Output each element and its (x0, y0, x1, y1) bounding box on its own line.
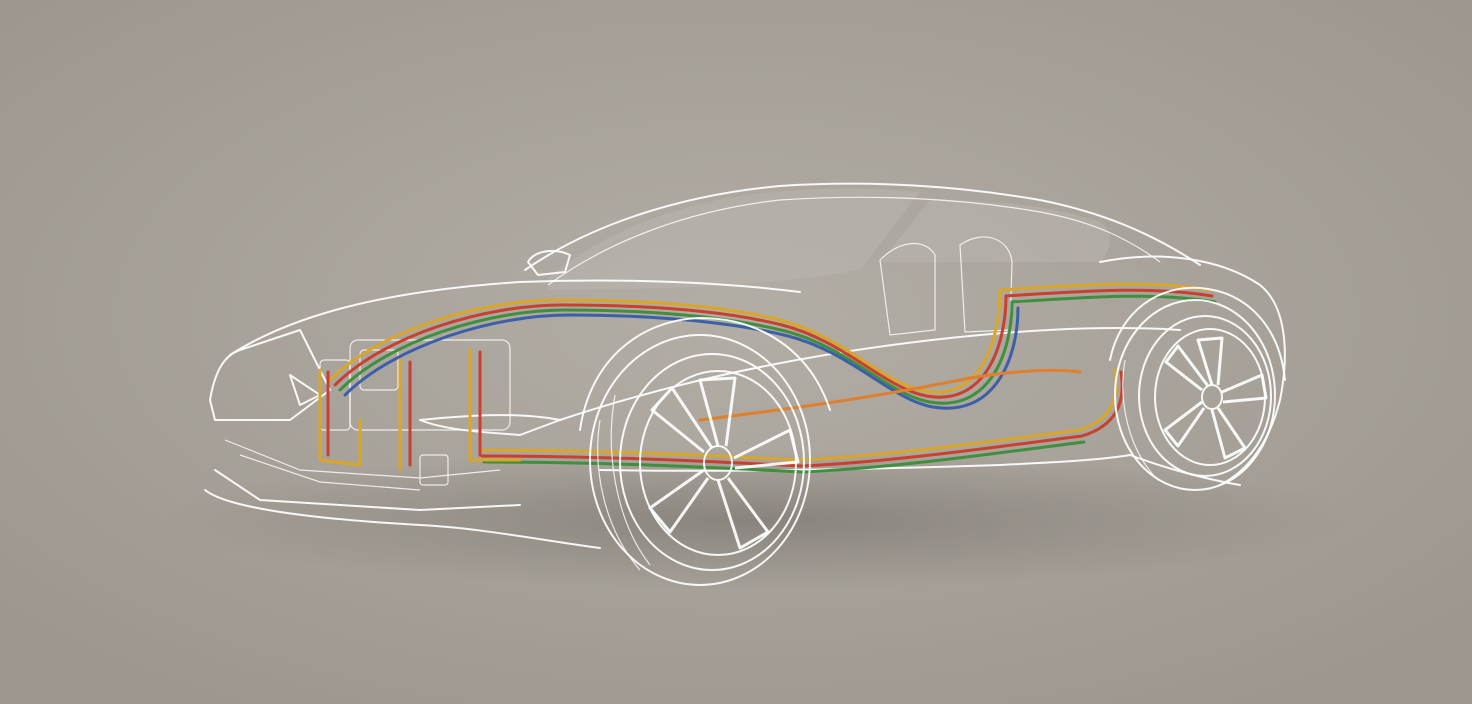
car-body (204, 182, 1286, 549)
front-bumper (204, 489, 601, 549)
front-grille (224, 439, 501, 491)
inverter-box (419, 454, 449, 486)
front-tire-inner (619, 353, 805, 571)
front-tire-tread (597, 394, 651, 571)
hood-line (229, 279, 801, 356)
front-lower-lip (214, 469, 521, 511)
harness-main-red (333, 288, 1214, 399)
rear-wheel-arch (1109, 286, 1286, 381)
harness-engine-loop-yellow (318, 348, 522, 472)
roof-inner-line (547, 196, 1161, 286)
front-wheel-spokes (648, 376, 800, 550)
front-wheel-arch (579, 317, 831, 431)
harness-underbody-orange (698, 368, 1082, 422)
rear-deck (1099, 255, 1286, 486)
front-fascia (209, 329, 331, 421)
side-body-line (559, 326, 1181, 421)
front-tire-outer (589, 334, 811, 586)
rear-tire-tread (1122, 359, 1159, 481)
roof-line (524, 182, 1201, 271)
side-window (880, 200, 1111, 262)
harness-engine-loop-red (326, 350, 482, 467)
engine-bay (319, 339, 511, 486)
harness-underbody-red (480, 370, 1124, 468)
front-wheel (589, 334, 811, 586)
headlight-left (289, 374, 321, 406)
rear-tire-inner (1138, 315, 1272, 477)
harness-main-blue (343, 306, 1020, 410)
rear-tire-outer (1114, 299, 1276, 491)
battery-box (359, 349, 399, 391)
rear-wheel (1114, 299, 1276, 491)
harness-main-yellow (328, 282, 1212, 394)
side-sill (599, 454, 1131, 472)
rear-wheel-spokes (1163, 336, 1268, 460)
side-mirror (527, 249, 571, 276)
harness-main-green (338, 294, 1217, 405)
windshield (548, 188, 920, 290)
